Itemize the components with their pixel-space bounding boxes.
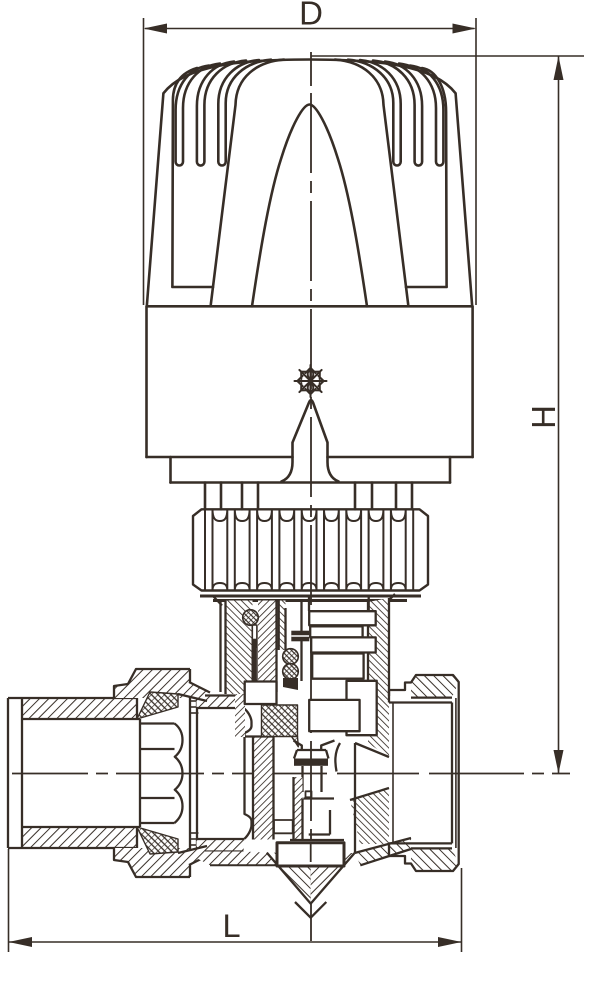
svg-text:L: L: [222, 908, 240, 944]
svg-text:D: D: [299, 0, 323, 32]
svg-text:H: H: [525, 405, 562, 429]
